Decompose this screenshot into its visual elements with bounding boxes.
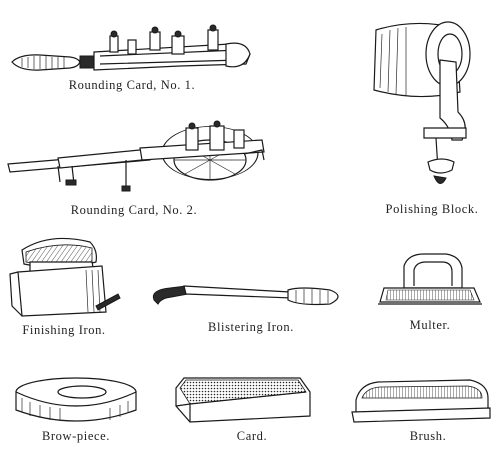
brush-illustration: [351, 379, 491, 423]
caption-blistering-iron: Blistering Iron.: [208, 320, 294, 334]
caption-brow-piece: Brow-piece.: [41, 429, 111, 443]
polishing-block-illustration: [373, 21, 471, 184]
rounding-card-1-illustration: [11, 24, 251, 71]
caption-multer: Multer.: [409, 318, 451, 332]
finishing-iron-illustration: [9, 237, 121, 317]
card-illustration: [175, 377, 311, 423]
caption-polishing-block: Polishing Block.: [385, 202, 479, 216]
multer-illustration: [378, 253, 482, 305]
caption-finishing-iron: Finishing Iron.: [22, 323, 106, 337]
caption-card: Card.: [236, 429, 268, 443]
caption-rounding-card-2: Rounding Card, No. 2.: [70, 203, 198, 217]
rounding-card-2-illustration: [7, 120, 265, 192]
caption-rounding-card-1: Rounding Card, No. 1.: [68, 78, 196, 92]
caption-brush: Brush.: [409, 429, 447, 443]
brow-piece-illustration: [15, 377, 137, 422]
blistering-iron-illustration: [152, 285, 339, 306]
